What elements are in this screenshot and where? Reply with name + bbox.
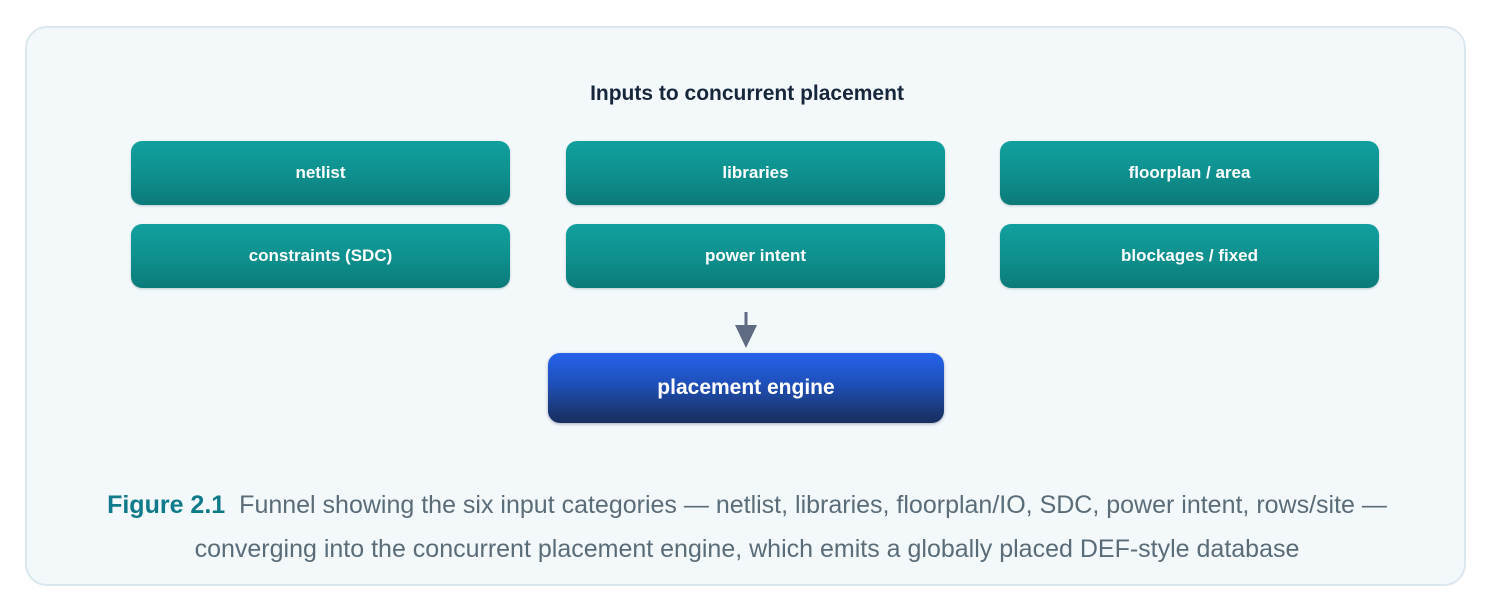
figure-caption-text: Funnel showing the six input categories … — [194, 491, 1387, 563]
input-box-floorplan: floorplan / area — [1000, 141, 1379, 205]
diagram-heading: Inputs to concurrent placement — [590, 82, 904, 105]
input-box-libraries: libraries — [566, 141, 945, 205]
input-box-netlist: netlist — [131, 141, 510, 205]
input-box-constraints: constraints (SDC) — [131, 224, 510, 288]
figure-caption-label: Figure 2.1 — [107, 491, 226, 519]
figure-panel — [25, 26, 1466, 586]
down-arrow-icon — [735, 312, 757, 348]
input-box-blockages: blockages / fixed — [1000, 224, 1379, 288]
input-box-power-intent: power intent — [566, 224, 945, 288]
placement-engine-box: placement engine — [548, 353, 944, 423]
